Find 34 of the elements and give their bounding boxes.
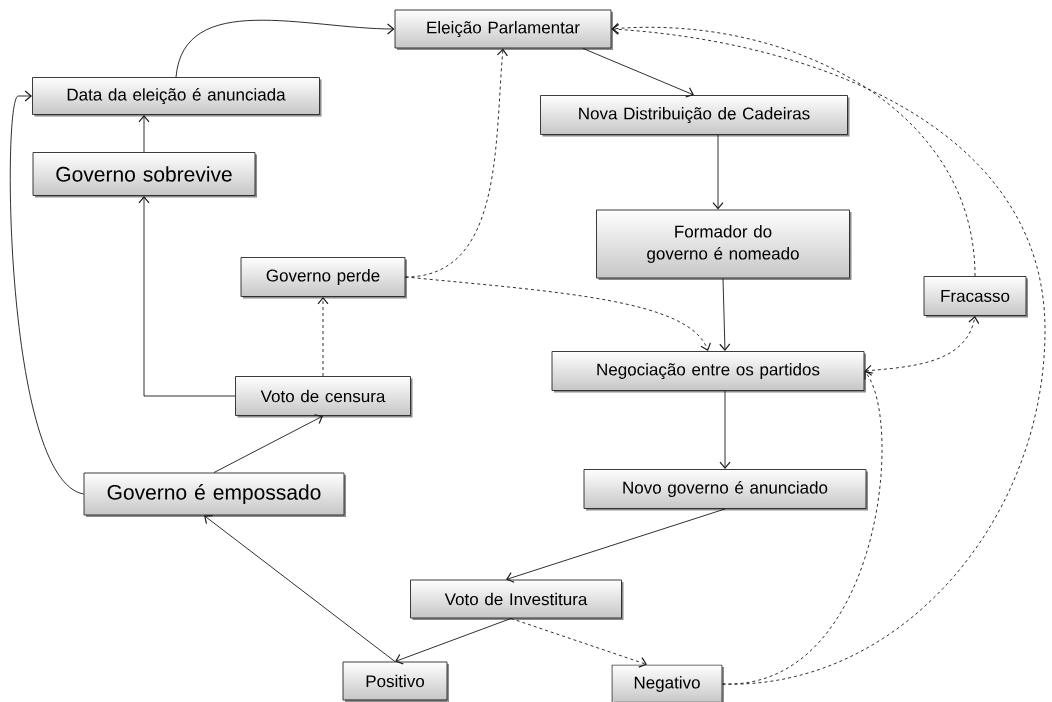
arrow <box>611 22 976 277</box>
arrow <box>722 371 883 685</box>
arrow <box>719 390 731 470</box>
arrow <box>611 23 1046 685</box>
arrow <box>712 134 724 210</box>
arrow <box>138 114 150 153</box>
arrow <box>510 618 647 668</box>
process-box: Negativo <box>611 664 724 702</box>
arrow <box>10 90 84 495</box>
arrow <box>213 414 323 473</box>
process-box: Governo é empossado <box>83 472 346 517</box>
process-box: Positivo <box>342 661 449 702</box>
process-box: Eleição Parlamentar <box>394 9 613 50</box>
arrow <box>317 296 329 377</box>
arrow <box>719 278 731 352</box>
process-box: Novo governo é anunciado <box>583 469 868 511</box>
arrow <box>395 618 512 665</box>
arrow <box>138 195 236 397</box>
arrow <box>582 48 694 98</box>
process-box: Negociação entre os partidos <box>551 351 866 393</box>
process-box: Governo perde <box>240 257 407 299</box>
process-box: Voto de censura <box>235 376 413 418</box>
arrow <box>175 19 395 78</box>
arrow <box>405 276 711 352</box>
process-box: Governo sobrevive <box>32 152 257 198</box>
arrow <box>204 515 396 662</box>
process-box: Formador do governo é nomeado <box>596 209 852 280</box>
process-box: Nova Distribuição de Cadeiras <box>540 95 850 137</box>
arrow <box>506 508 726 583</box>
process-box: Data da eleição é anunciada <box>32 77 322 117</box>
process-box: Voto de Investitura <box>410 579 624 620</box>
arrow <box>405 48 508 278</box>
arrow <box>864 315 980 376</box>
process-box: Fracasso <box>923 276 1028 318</box>
